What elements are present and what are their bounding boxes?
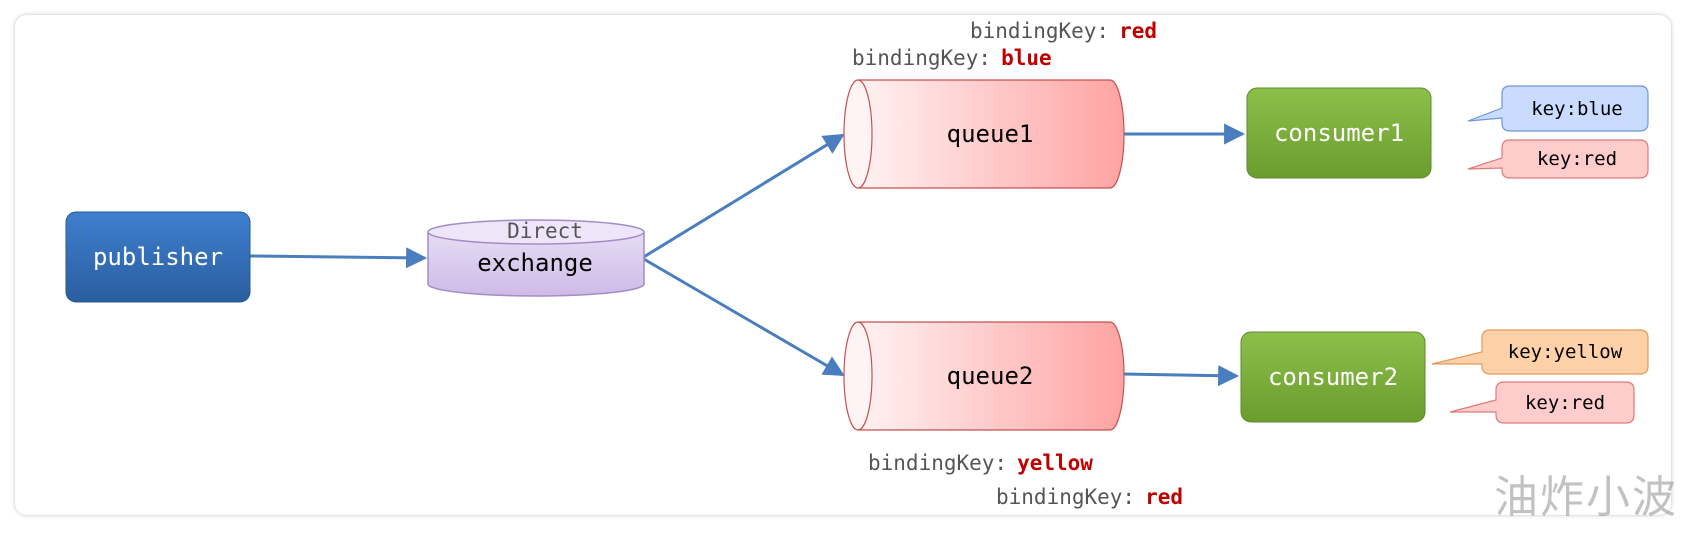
svg-text:key:red: key:red <box>1537 148 1617 170</box>
consumer2-label: consumer2 <box>1268 363 1398 391</box>
queue1-binding-red: bindingKey:red <box>970 19 1157 43</box>
consumer1-label: consumer1 <box>1274 119 1404 147</box>
callout-key-yellow: key:yellow <box>1431 329 1649 375</box>
queue2-binding-red: bindingKey:red <box>996 485 1183 509</box>
publisher-label: publisher <box>93 243 223 271</box>
queue2-binding-yellow: bindingKey:yellow <box>868 451 1093 475</box>
exchange-type-label: Direct <box>507 219 583 243</box>
consumer1-node: consumer1 <box>1246 87 1432 179</box>
callout-key-red-1: key:red <box>1467 139 1649 179</box>
queue2-node: queue2 <box>843 321 1125 431</box>
queue1-node: queue1 <box>843 79 1125 189</box>
queue2-label: queue2 <box>947 362 1034 390</box>
exchange-label: exchange <box>477 249 593 277</box>
watermark: 油炸小波 <box>1494 472 1678 523</box>
arrow-publisher-exchange <box>249 247 428 269</box>
svg-text:key:red: key:red <box>1525 392 1605 414</box>
exchange-node: Direct exchange <box>427 219 645 297</box>
publisher-node: publisher <box>65 211 251 303</box>
arrow-exchange-queue1 <box>641 133 845 260</box>
arrow-exchange-queue2 <box>641 256 845 377</box>
queue1-label: queue1 <box>947 120 1034 148</box>
callout-key-blue: key:blue <box>1467 85 1649 132</box>
svg-text:key:yellow: key:yellow <box>1508 341 1623 363</box>
svg-text:key:blue: key:blue <box>1531 98 1623 120</box>
callout-key-red-2: key:red <box>1449 381 1635 424</box>
consumer2-node: consumer2 <box>1240 331 1426 423</box>
queue1-binding-blue: bindingKey:blue <box>852 46 1052 70</box>
arrow-queue2-consumer2 <box>1121 365 1240 387</box>
